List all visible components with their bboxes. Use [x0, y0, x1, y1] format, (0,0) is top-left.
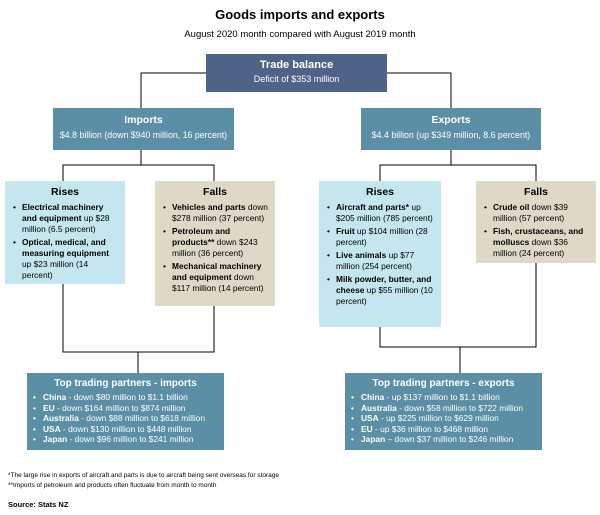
connector-trade-imports: [140, 72, 206, 108]
partner-detail: - down $88 million to $618 million: [78, 413, 206, 424]
exports-partner-item: EU - up $36 million to $468 million: [351, 424, 542, 435]
exports-falls-heading: Falls: [524, 186, 548, 198]
imports-partner-item: Japan - down $96 million to $241 million: [33, 434, 224, 445]
imports-partner-item: Australia - down $88 million to $618 mil…: [33, 413, 224, 424]
connector-exports-merge: [379, 263, 537, 348]
item-detail: down $243 million (36 percent): [172, 237, 258, 258]
connector-imports-branches: [62, 164, 215, 181]
item-label: Petroleum and products**: [172, 226, 231, 247]
imports-partner-item: EU - down $164 million to $874 million: [33, 403, 224, 414]
imports-partners-heading: Top trading partners - imports: [54, 378, 197, 389]
exports-partner-item: Japan – down $37 million to $246 million: [351, 434, 542, 445]
exports-rise-item: Live animals up $77 million (254 percent…: [327, 250, 435, 272]
item-label: Mechanical machinery and equipment: [172, 261, 262, 282]
exports-fall-item: Crude oil down $39 million (57 percent): [484, 202, 590, 224]
partner-name: China: [361, 392, 385, 402]
page-title: Goods imports and exports: [215, 7, 385, 22]
item-label: Electrical machinery and equipment: [22, 202, 104, 223]
item-detail: up $77 million (254 percent): [336, 250, 415, 271]
exports-partner-item: China - up $137 million to $1.1 billion: [351, 392, 542, 403]
trade-balance-heading: Trade balance: [259, 59, 334, 71]
exports-rise-item: Fruit up $104 million (28 percent): [327, 226, 435, 248]
item-detail: down $36 million (24 percent): [493, 237, 568, 258]
footnote-aircraft: *The large rise in exports of aircraft a…: [8, 472, 279, 479]
partner-name: USA: [361, 413, 379, 424]
item-label: Optical, medical, and measuring equipmen…: [22, 237, 110, 258]
exports-rise-item: Aircraft and parts* up $205 million (785…: [327, 202, 435, 224]
item-label: Fish, crustaceans, and molluscs: [493, 226, 584, 247]
exports-fall-item: Fish, crustaceans, and molluscs down $36…: [484, 226, 590, 259]
item-detail: up $23 million (14 percent): [22, 259, 89, 280]
imports-rises-box: Rises Electrical machinery and equipment…: [5, 181, 125, 284]
item-detail: up $205 million (785 percent): [336, 202, 433, 223]
footnote-petroleum: **Imports of petroleum and products ofte…: [8, 482, 217, 489]
exports-box: Exports $4.4 billion (up $349 million, 8…: [361, 108, 541, 150]
page-subtitle: August 2020 month compared with August 2…: [184, 29, 416, 40]
imports-partners-box: Top trading partners - imports China - d…: [27, 373, 224, 450]
item-detail: down $278 million (37 percent): [172, 202, 268, 223]
trade-balance-value: Deficit of $353 million: [253, 74, 340, 84]
partner-detail: - up $225 million to $629 million: [378, 413, 499, 424]
exports-partner-item: Australia - down $58 million to $722 mil…: [351, 403, 542, 414]
exports-partners-heading: Top trading partners - exports: [372, 378, 515, 389]
connector-exports-branches: [379, 164, 537, 181]
exports-falls-box: Falls Crude oil down $39 million (57 per…: [476, 181, 596, 263]
item-label: Aircraft and parts*: [336, 202, 410, 212]
imports-box: Imports $4.8 billion (down $940 million,…: [53, 108, 234, 150]
imports-partner-item: China - down $80 million to $1.1 billion: [33, 392, 224, 403]
imports-fall-item: Petroleum and products** down $243 milli…: [163, 226, 269, 259]
partner-detail: - down $58 million to $722 million: [396, 402, 524, 413]
item-detail: down $117 million (14 percent): [172, 272, 264, 293]
partner-detail: – down $37 million to $246 million: [385, 434, 514, 445]
partner-name: EU: [361, 423, 373, 434]
imports-rises-heading: Rises: [50, 186, 80, 198]
item-label: Vehicles and parts: [172, 202, 246, 212]
exports-heading: Exports: [431, 114, 471, 126]
source-label: Source: Stats NZ: [8, 500, 69, 509]
item-detail: up $55 million (10 percent): [336, 285, 433, 306]
exports-rise-item: Milk powder, butter, and cheese up $55 m…: [327, 274, 435, 307]
partner-name: China: [43, 392, 67, 402]
imports-fall-item: Mechanical machinery and equipment down …: [163, 261, 269, 294]
partner-name: Japan: [43, 434, 68, 445]
imports-falls-heading: Falls: [203, 186, 227, 198]
item-detail: down $39 million (57 percent): [493, 202, 568, 223]
imports-summary: $4.8 billion (down $940 million, 16 perc…: [59, 130, 228, 140]
partner-detail: - down $130 million to $448 million: [60, 423, 192, 434]
imports-rise-item: Optical, medical, and measuring equipmen…: [13, 237, 119, 281]
exports-summary: $4.4 billion (up $349 million, 8.6 perce…: [371, 130, 531, 140]
partner-name: Japan: [361, 434, 386, 445]
partner-detail: - down $96 million to $241 million: [67, 434, 194, 445]
imports-fall-item: Vehicles and parts down $278 million (37…: [163, 202, 269, 224]
partner-detail: - up $36 million to $468 million: [372, 423, 489, 434]
imports-heading: Imports: [124, 114, 163, 126]
exports-rises-box: Rises Aircraft and parts* up $205 millio…: [319, 181, 441, 327]
exports-rises-heading: Rises: [365, 186, 395, 198]
partner-name: EU: [43, 402, 55, 413]
imports-rise-item: Electrical machinery and equipment up $2…: [13, 202, 119, 235]
partner-detail: - down $164 million to $874 million: [54, 402, 186, 413]
partner-name: Australia: [43, 413, 79, 424]
exports-partner-item: USA - up $225 million to $629 million: [351, 413, 542, 424]
item-label: Milk powder, butter, and cheese: [336, 274, 432, 295]
partner-name: USA: [43, 423, 61, 434]
partner-detail: - down $80 million to $1.1 billion: [66, 392, 188, 402]
trade-balance-box: Trade balance Deficit of $353 million: [206, 54, 387, 92]
imports-falls-box: Falls Vehicles and parts down $278 milli…: [155, 181, 275, 306]
item-label: Fruit: [336, 226, 355, 236]
partner-detail: - up $137 million to $1.1 billion: [384, 392, 500, 402]
exports-partners-box: Top trading partners - exports China - u…: [345, 373, 542, 450]
item-detail: up $104 million (28 percent): [336, 226, 428, 247]
item-label: Crude oil: [493, 202, 530, 212]
item-detail: up $28 million (6.5 percent): [22, 213, 110, 234]
connector-trade-exports: [387, 72, 452, 108]
partner-name: Australia: [361, 402, 397, 413]
imports-partner-item: USA - down $130 million to $448 million: [33, 424, 224, 435]
item-label: Live animals: [336, 250, 387, 260]
